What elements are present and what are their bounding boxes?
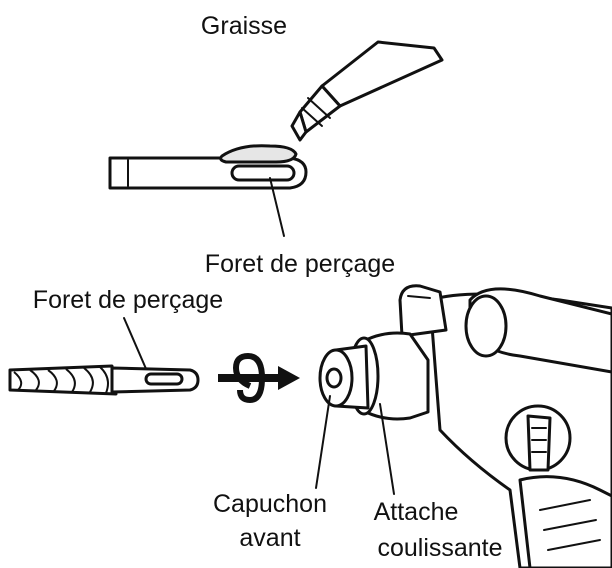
sliding-attachment-leader [379,403,395,495]
front-cap-leader [315,395,331,489]
drill-bit-top-leader [269,177,285,237]
rotary-hammer-tool [318,284,612,568]
grease-tube [290,40,444,142]
drill-bit-label-bottom: Foret de perçage [33,286,223,314]
grease-label: Graisse [201,12,287,40]
front-cap-label-line1: Capuchon [213,490,327,518]
drill-bit-label-top: Foret de perçage [205,250,395,278]
rotate-and-insert-arrow-icon [218,352,300,404]
grease-blob [219,144,298,164]
sliding-attachment-label-line2: coulissante [377,534,502,562]
drill-bit-shank [108,156,308,190]
grease-application-illustration [108,40,444,237]
drill-bit [8,364,200,396]
sliding-attachment-label-line1: Attache [374,498,459,526]
front-cap-label-line2: avant [239,524,300,552]
